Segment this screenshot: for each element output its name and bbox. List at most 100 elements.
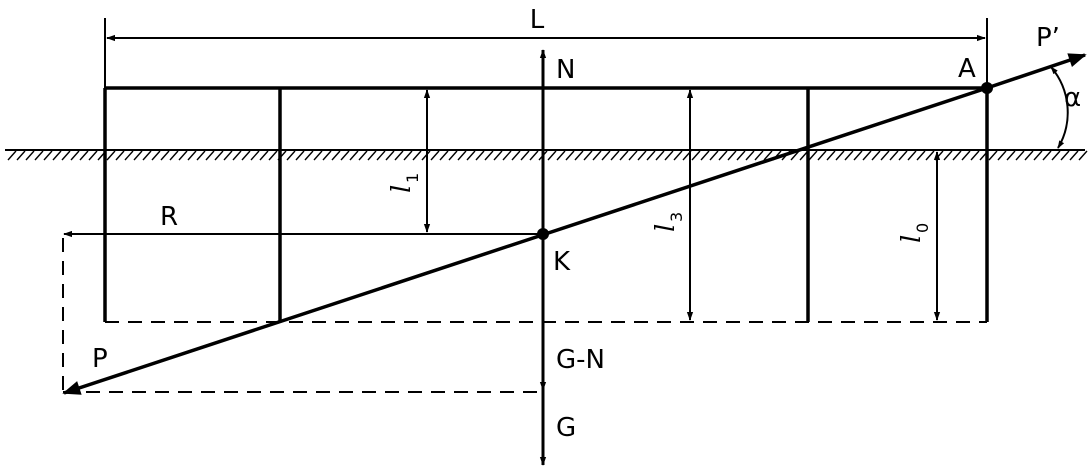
ground-hatch-mark bbox=[358, 150, 368, 161]
ground-hatch-mark bbox=[214, 150, 224, 161]
label-normal: N bbox=[556, 55, 575, 85]
ground-hatch-mark bbox=[520, 150, 530, 161]
ground-hatch-mark bbox=[52, 150, 62, 161]
ground-hatch-mark bbox=[115, 150, 125, 161]
label-g-minus-n: G-N bbox=[556, 345, 605, 375]
ground-hatch-mark bbox=[25, 150, 35, 161]
ground-hatch-mark bbox=[862, 150, 872, 161]
ground-hatch-mark bbox=[673, 150, 683, 161]
ground-hatch-mark bbox=[655, 150, 665, 161]
ground-hatch-mark bbox=[700, 150, 710, 161]
label-weight: G bbox=[556, 413, 576, 443]
ground-hatch-mark bbox=[223, 150, 233, 161]
ground-hatch-mark bbox=[322, 150, 332, 161]
ground-hatch-mark bbox=[349, 150, 359, 161]
ground-hatch-mark bbox=[853, 150, 863, 161]
label-l1-letter: l bbox=[387, 185, 417, 193]
ground-hatch-mark bbox=[790, 150, 800, 161]
ground-hatch-mark bbox=[565, 150, 575, 161]
ground-hatch-mark bbox=[871, 150, 881, 161]
ground-hatch-mark bbox=[529, 150, 539, 161]
label-force-p: P bbox=[92, 344, 108, 374]
ground-hatch-mark bbox=[889, 150, 899, 161]
ground-hatch-mark bbox=[250, 150, 260, 161]
ground-hatch-mark bbox=[943, 150, 953, 161]
ground-hatch-mark bbox=[466, 150, 476, 161]
point-k-dot bbox=[537, 228, 549, 240]
ground-hatch-mark bbox=[448, 150, 458, 161]
ground-hatch-mark bbox=[1042, 150, 1052, 161]
ground-hatch-mark bbox=[835, 150, 845, 161]
ground-hatch-mark bbox=[817, 150, 827, 161]
vertical-members bbox=[103, 88, 989, 322]
ground-hatch-mark bbox=[1069, 150, 1079, 161]
label-l0-letter: l bbox=[897, 235, 927, 243]
ground-hatch-mark bbox=[151, 150, 161, 161]
label-l3-sub: 3 bbox=[667, 212, 686, 222]
ground-hatch-mark bbox=[232, 150, 242, 161]
ground-hatch-mark bbox=[898, 150, 908, 161]
ground-hatch-mark bbox=[988, 150, 998, 161]
label-l1-sub: 1 bbox=[403, 173, 422, 183]
ground-hatch-mark bbox=[304, 150, 314, 161]
ground-hatch-mark bbox=[313, 150, 323, 161]
label-l1: l 1 bbox=[387, 173, 422, 193]
ground-hatch-mark bbox=[493, 150, 503, 161]
dashed-construction-lines bbox=[62, 238, 987, 393]
ground-hatch-mark bbox=[70, 150, 80, 161]
ground-hatch-mark bbox=[187, 150, 197, 161]
ground-hatch-mark bbox=[610, 150, 620, 161]
ground-hatch-mark bbox=[601, 150, 611, 161]
ground-hatch-mark bbox=[808, 150, 818, 161]
ground-hatch-mark bbox=[583, 150, 593, 161]
ground-hatch-mark bbox=[691, 150, 701, 161]
angle-arc bbox=[1050, 66, 1069, 149]
ground-hatch-mark bbox=[430, 150, 440, 161]
force-line-p-prime bbox=[986, 53, 1087, 90]
ground-hatch-mark bbox=[763, 150, 773, 161]
ground-hatch-mark bbox=[178, 150, 188, 161]
ground-hatch-mark bbox=[718, 150, 728, 161]
force-line-p bbox=[62, 86, 988, 395]
ground-hatch-mark bbox=[385, 150, 395, 161]
ground-hatch-mark bbox=[34, 150, 44, 161]
ground-hatch-mark bbox=[394, 150, 404, 161]
label-l0: l 0 bbox=[897, 223, 932, 243]
ground-hatch-mark bbox=[826, 150, 836, 161]
ground-hatch-mark bbox=[844, 150, 854, 161]
label-point-k: K bbox=[553, 247, 571, 277]
ground-hatch-mark bbox=[457, 150, 467, 161]
ground-hatch-mark bbox=[106, 150, 116, 161]
ground-hatch-mark bbox=[484, 150, 494, 161]
ground-hatch-mark bbox=[502, 150, 512, 161]
ground-surface bbox=[5, 149, 1088, 161]
ground-hatch-mark bbox=[259, 150, 269, 161]
ground-hatch-mark bbox=[340, 150, 350, 161]
ground-hatch-mark bbox=[61, 150, 71, 161]
label-point-a: A bbox=[958, 54, 976, 84]
ground-hatch-mark bbox=[547, 150, 557, 161]
ground-hatch-mark bbox=[664, 150, 674, 161]
ground-hatch-mark bbox=[43, 150, 53, 161]
ground-hatch-mark bbox=[907, 150, 917, 161]
ground-hatch-mark bbox=[196, 150, 206, 161]
ground-hatch-mark bbox=[475, 150, 485, 161]
ground-hatch-mark bbox=[169, 150, 179, 161]
ground-hatch-mark bbox=[1024, 150, 1034, 161]
ground-hatch-mark bbox=[1051, 150, 1061, 161]
ground-hatch-mark bbox=[637, 150, 647, 161]
ground-hatch-mark bbox=[7, 150, 17, 161]
ground-hatch-mark bbox=[556, 150, 566, 161]
ground-hatch-mark bbox=[925, 150, 935, 161]
ground-hatch-mark bbox=[205, 150, 215, 161]
ground-hatch-mark bbox=[268, 150, 278, 161]
label-l3: l 3 bbox=[651, 212, 686, 232]
ground-hatch-mark bbox=[1006, 150, 1016, 161]
ground-hatch-mark bbox=[403, 150, 413, 161]
ground-hatch-mark bbox=[1078, 150, 1088, 161]
ground-hatch-mark bbox=[619, 150, 629, 161]
point-a-dot bbox=[981, 82, 993, 94]
ground-hatch-mark bbox=[142, 150, 152, 161]
dimension-l bbox=[104, 18, 988, 88]
